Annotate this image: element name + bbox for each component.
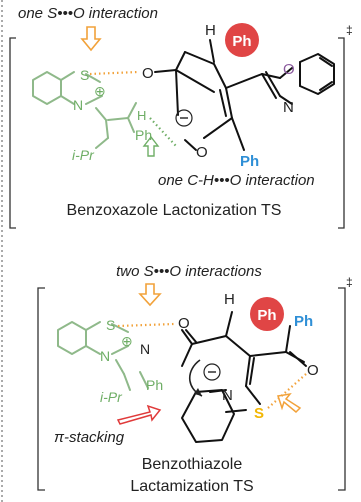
bottom-thiazole-n-atom: N [222,387,233,404]
top-catalyst-benzo-ring [32,71,62,105]
top-catalyst-plus-icon: ⊕ [94,83,106,99]
bottom-blue-phenyl: Ph [294,313,313,330]
top-catalyst-isopropyl: i-Pr [72,147,95,163]
top-lactone-core [154,51,281,151]
top-oxazole-o-atom: O [283,61,295,78]
top-caption: Benzoxazole Lactonization TS [67,202,282,219]
top-panel: ‡ one S•••O interaction S N ⊕ Ph i-Pr H [9,5,353,229]
bottom-caption-line2: Lactamization TS [130,478,253,495]
top-s-o-interaction [89,70,139,76]
top-blue-phenyl: Ph [240,153,259,170]
bottom-catalyst-n-atom: N [100,348,110,364]
top-enolate-o-atom: O [196,144,208,161]
top-annotation-s-o: one S•••O interaction [18,5,158,22]
bottom-ph-badge-label: Ph [257,307,276,324]
top-carbonyl-o-atom: O [142,65,154,82]
top-right-bracket [338,37,345,229]
top-ch-o-interaction [149,117,177,147]
bottom-pi-stacking-label: π-stacking [54,429,125,446]
top-catalyst-h-atom: H [137,108,146,123]
bottom-lactam-core [181,311,307,443]
bottom-carbonyl-o-atom: O [178,315,190,332]
bottom-minus-icon [203,363,221,381]
top-orange-down-arrow-icon [80,26,102,52]
bottom-caption-line1: Benzothiazole [142,456,243,473]
bottom-orange-down-arrow-icon [138,283,162,307]
bottom-s-o-interaction-left [117,322,175,328]
top-catalyst-phenyl: Ph [135,127,152,143]
bottom-iminium-n-atom: N [140,341,150,357]
bottom-left-bracket [37,287,45,491]
bottom-annotation-s-o: two S•••O interactions [116,263,262,280]
top-minus-icon [175,109,193,127]
top-ph-badge [225,23,259,57]
top-ph-badge-label: Ph [232,33,251,50]
top-h-atom: H [205,22,216,39]
top-dagger: ‡ [346,23,353,37]
top-left-bracket [9,37,16,229]
top-oxazole-n-atom: N [283,99,294,116]
bottom-dagger: ‡ [346,275,353,289]
bottom-h-atom: H [224,291,235,308]
bottom-ketone-o-atom: O [307,362,319,379]
bottom-catalyst-isopropyl: i-Pr [100,389,123,405]
top-green-up-arrow-icon [142,135,160,157]
bottom-s-o-interaction-right [267,373,307,409]
top-catalyst-s-atom: S [80,67,89,83]
bottom-catalyst-phenyl: Ph [146,377,163,393]
bottom-orange-diagonal-arrow-icon [277,392,302,414]
top-h-bond [209,39,215,63]
top-benzoxazole [279,53,335,105]
bottom-curved-arrow-icon [188,359,203,397]
bottom-catalyst-fragment: S N ⊕ i-Pr Ph [57,317,163,405]
bottom-catalyst-plus-icon: ⊕ [121,333,133,349]
top-catalyst-fragment: S N ⊕ Ph i-Pr H [32,67,152,163]
bottom-panel: two S•••O interactions ‡ S N ⊕ i-Pr Ph N… [37,263,353,495]
bottom-thiazole-s-atom: S [254,405,264,422]
top-annotation-ch-o: one C-H•••O interaction [158,172,315,189]
bottom-catalyst-s-atom: S [106,317,115,333]
bottom-ph-badge [250,297,284,331]
top-catalyst-n-atom: N [73,97,83,113]
bottom-red-pi-arrow-icon [116,404,162,425]
bottom-right-bracket [338,287,346,491]
